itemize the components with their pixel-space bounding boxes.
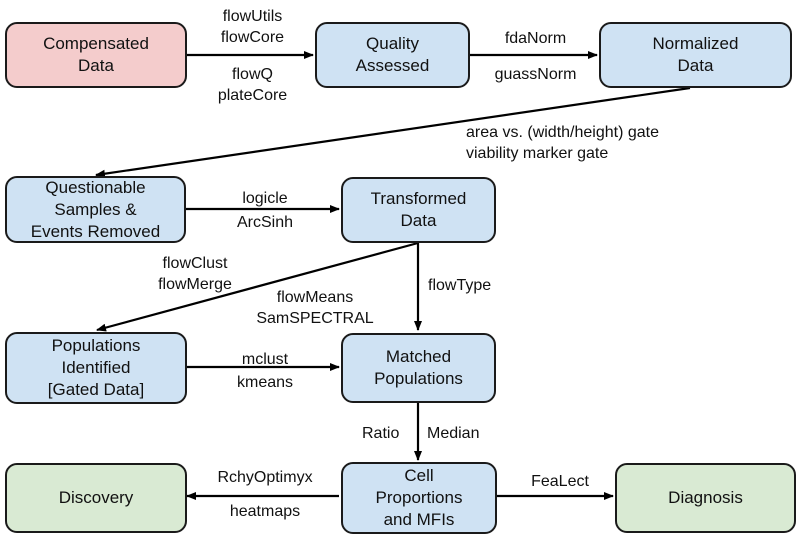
- label-norm-above: fdaNorm: [504, 30, 567, 47]
- label-discovery-above: RchyOptimyx: [217, 469, 313, 486]
- label-match-above: mclust: [241, 351, 289, 368]
- label-ratio: Ratio: [362, 425, 400, 442]
- label-flowtype: flowType: [428, 277, 492, 294]
- node-matched-populations: Matched Populations: [341, 333, 496, 403]
- node-normalized-data: Normalized Data: [599, 22, 792, 88]
- label-clustering-2: flowMeans SamSPECTRAL: [256, 289, 374, 327]
- label-qc-tools-below: flowQ plateCore: [217, 66, 288, 104]
- label-norm-below: guassNorm: [494, 66, 577, 83]
- edge-normalized-to-questionable: [95, 86, 691, 178]
- edge-transformed-to-populations: [96, 241, 419, 332]
- node-compensated-data: Compensated Data: [5, 22, 187, 88]
- label-discovery-below: heatmaps: [229, 503, 301, 520]
- node-questionable-samples: Questionable Samples & Events Removed: [5, 176, 186, 243]
- label-match-below: kmeans: [236, 374, 294, 391]
- label-transform-above: logicle: [242, 190, 288, 207]
- label-transform-below: ArcSinh: [236, 214, 294, 231]
- label-median: Median: [427, 425, 480, 442]
- node-diagnosis: Diagnosis: [615, 463, 796, 533]
- node-cell-proportions: Cell Proportions and MFIs: [341, 462, 497, 534]
- label-qc-tools-above: flowUtils flowCore: [220, 8, 285, 46]
- label-clustering-1: flowClust flowMerge: [158, 255, 232, 293]
- node-transformed-data: Transformed Data: [341, 177, 496, 243]
- node-quality-assessed: Quality Assessed: [315, 22, 470, 88]
- label-gating: area vs. (width/height) gate viability m…: [466, 124, 659, 162]
- node-discovery: Discovery: [5, 463, 187, 533]
- node-populations-identified: Populations Identified [Gated Data]: [5, 332, 187, 404]
- label-feature-selection: FeaLect: [531, 473, 589, 490]
